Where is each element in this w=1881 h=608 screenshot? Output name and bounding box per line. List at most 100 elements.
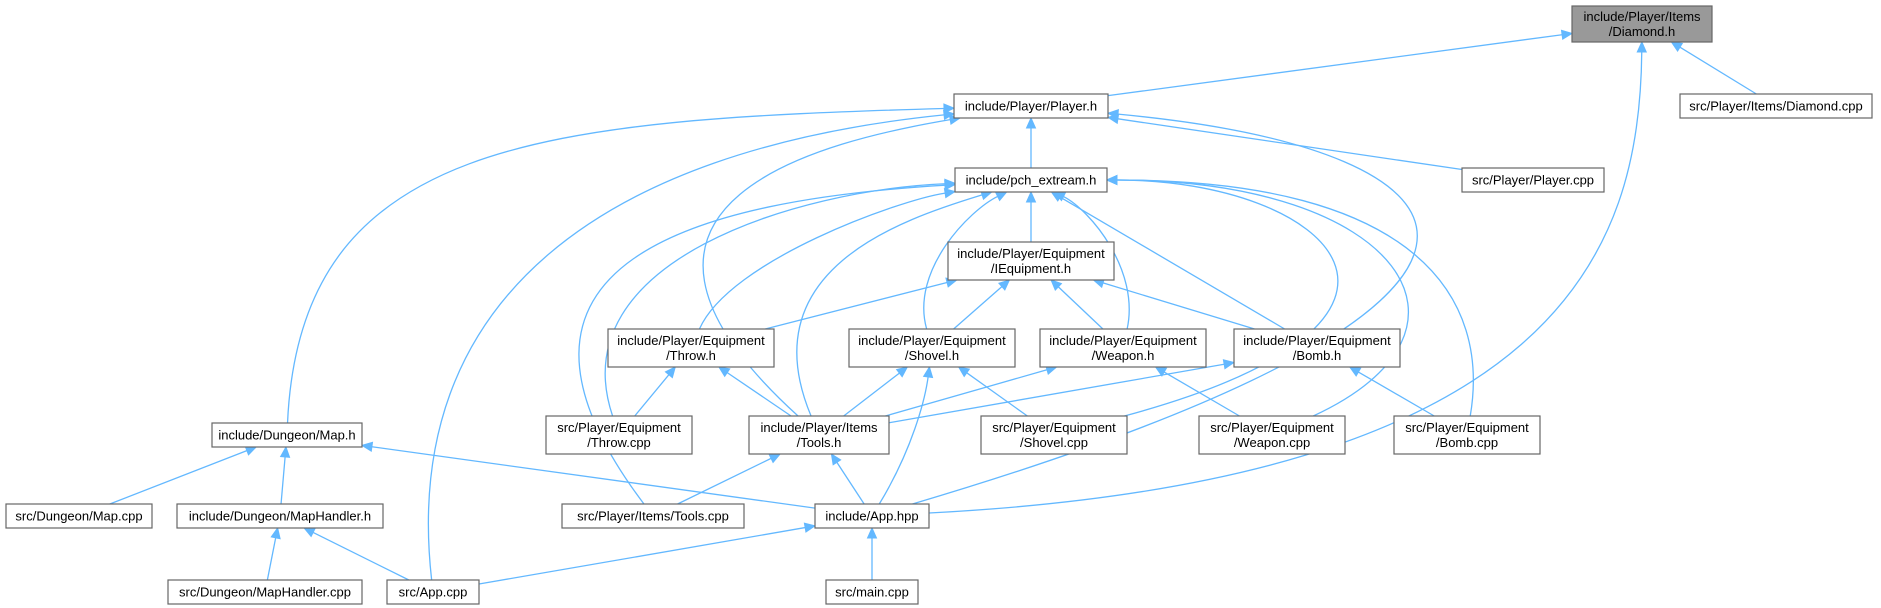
edge-tools-h-to-throw-h — [717, 366, 792, 417]
node-box — [1233, 328, 1401, 368]
node-weapon-cpp[interactable]: src/Player/Equipment/Weapon.cpp — [1198, 415, 1346, 455]
arrowhead-icon — [1025, 116, 1037, 129]
arrowhead-icon — [244, 445, 258, 456]
node-label: include/Player/Player.h — [965, 99, 1097, 114]
arrowhead-icon — [1105, 174, 1118, 186]
node-label: include/App.hpp — [825, 509, 918, 524]
edge-bomb-cpp-to-pch — [1105, 174, 1474, 417]
node-maphandler-cpp[interactable]: src/Dungeon/MapHandler.cpp — [167, 579, 363, 605]
node-label: src/Dungeon/MapHandler.cpp — [179, 585, 351, 600]
node-label: include/Dungeon/MapHandler.h — [189, 509, 371, 524]
node-player-h[interactable]: include/Player/Player.h — [953, 93, 1109, 119]
node-player-cpp[interactable]: src/Player/Player.cpp — [1461, 167, 1605, 193]
node-map-cpp[interactable]: src/Dungeon/Map.cpp — [5, 503, 153, 529]
node-label: include/Player/Equipment — [957, 246, 1105, 261]
node-shovel-h[interactable]: include/Player/Equipment/Shovel.h — [848, 328, 1016, 368]
node-diamond-cpp[interactable]: src/Player/Items/Diamond.cpp — [1679, 93, 1873, 119]
node-iequip[interactable]: include/Player/Equipment/IEquipment.h — [947, 241, 1115, 281]
edge-map-cpp-to-map-h — [109, 445, 258, 505]
arrowhead-icon — [944, 179, 957, 191]
node-map-h[interactable]: include/Dungeon/Map.h — [211, 422, 363, 448]
node-box — [176, 503, 384, 529]
node-throw-h[interactable]: include/Player/Equipment/Throw.h — [607, 328, 775, 368]
arrowhead-icon — [303, 527, 316, 538]
node-tools-h[interactable]: include/Player/Items/Tools.h — [748, 415, 890, 455]
arrowhead-icon — [994, 191, 1008, 202]
node-maphandler-h[interactable]: include/Dungeon/MapHandler.h — [176, 503, 384, 529]
arrowhead-icon — [895, 366, 909, 378]
arrowhead-icon — [998, 279, 1011, 291]
edge-bomb-cpp-to-bomb-h — [1348, 366, 1435, 417]
node-label: /Shovel.h — [905, 348, 959, 363]
node-label: src/Player/Equipment — [1405, 420, 1529, 435]
arrowhead-icon — [803, 522, 817, 533]
edge-weapon-cpp-to-pch — [1105, 174, 1410, 417]
edge-tools-h-to-bomb-h — [888, 359, 1236, 424]
node-label: src/Player/Items/Tools.cpp — [577, 509, 729, 524]
arrowhead-icon — [1348, 366, 1362, 377]
node-box — [167, 579, 363, 605]
edge-app-hpp-to-shovel-h — [878, 365, 934, 505]
node-app-cpp[interactable]: src/App.cpp — [386, 579, 480, 605]
node-box — [814, 503, 930, 529]
node-box — [5, 503, 153, 529]
arrowhead-icon — [1222, 359, 1236, 370]
edge-tools-h-to-shovel-h — [843, 366, 909, 417]
node-label: /Throw.cpp — [587, 435, 651, 450]
node-box — [953, 93, 1109, 119]
nodes-layer: include/Player/Items/Diamond.hinclude/Pl… — [5, 5, 1873, 605]
node-label: include/Player/Items — [1583, 9, 1701, 24]
arrowhead-icon — [717, 366, 731, 378]
edge-shovel-h-to-iequip — [953, 279, 1011, 330]
node-label: src/main.cpp — [835, 585, 909, 600]
node-bomb-cpp[interactable]: src/Player/Equipment/Bomb.cpp — [1393, 415, 1541, 455]
arrowhead-icon — [943, 103, 956, 114]
arrowhead-icon — [830, 452, 842, 466]
node-box — [211, 422, 363, 448]
edge-throw-h-to-pch — [698, 187, 957, 330]
node-main-cpp[interactable]: src/main.cpp — [825, 579, 919, 605]
node-label: src/Player/Equipment — [1210, 420, 1334, 435]
edge-shovel-cpp-to-shovel-h — [957, 366, 1028, 417]
arrowhead-icon — [270, 526, 281, 540]
arrowhead-icon — [922, 365, 934, 379]
arrowhead-icon — [1560, 29, 1574, 41]
node-box — [1461, 167, 1605, 193]
node-app-hpp[interactable]: include/App.hpp — [814, 503, 930, 529]
edge-bomb-h-to-iequip — [1092, 278, 1255, 330]
node-throw-cpp[interactable]: src/Player/Equipment/Throw.cpp — [545, 415, 693, 455]
node-label: include/Player/Equipment — [1049, 333, 1197, 348]
edge-weapon-h-to-iequip — [1050, 279, 1104, 330]
node-box — [748, 415, 890, 455]
node-bomb-h[interactable]: include/Player/Equipment/Bomb.h — [1233, 328, 1401, 368]
node-box — [545, 415, 693, 455]
node-box — [1571, 5, 1713, 43]
node-pch[interactable]: include/pch_extream.h — [954, 167, 1108, 193]
edge-app-hpp-to-player-h — [912, 108, 1418, 505]
node-label: /Diamond.h — [1609, 24, 1675, 39]
node-tools-cpp[interactable]: src/Player/Items/Tools.cpp — [561, 503, 745, 529]
node-label: include/Player/Equipment — [617, 333, 765, 348]
node-shovel-cpp[interactable]: src/Player/Equipment/Shovel.cpp — [980, 415, 1128, 455]
edge-throw-h-to-iequip — [765, 277, 958, 330]
edge-app-hpp-to-diamond-h — [928, 40, 1648, 514]
edge-app-cpp-to-app-hpp — [478, 522, 817, 585]
edge-shovel-cpp-to-pch — [1105, 174, 1339, 417]
edge-tools-h-to-player-h — [702, 114, 962, 417]
arrowhead-icon — [360, 441, 374, 453]
arrowhead-icon — [1025, 190, 1037, 203]
node-label: include/Player/Equipment — [858, 333, 1006, 348]
edge-app-cpp-to-player-h — [427, 109, 956, 581]
node-box — [980, 415, 1128, 455]
edge-app-hpp-to-map-h — [360, 441, 816, 509]
node-label: src/Player/Equipment — [992, 420, 1116, 435]
node-diamond-h[interactable]: include/Player/Items/Diamond.h — [1571, 5, 1713, 43]
edge-app-hpp-to-tools-h — [830, 452, 865, 505]
node-label: src/Dungeon/Map.cpp — [15, 509, 142, 524]
node-label: src/Player/Items/Diamond.cpp — [1689, 99, 1862, 114]
edge-tools-cpp-to-pch — [578, 179, 957, 505]
node-label: /Bomb.h — [1293, 348, 1341, 363]
edge-throw-cpp-to-pch — [604, 178, 957, 417]
node-weapon-h[interactable]: include/Player/Equipment/Weapon.h — [1039, 328, 1207, 368]
arrowhead-icon — [1050, 279, 1063, 292]
